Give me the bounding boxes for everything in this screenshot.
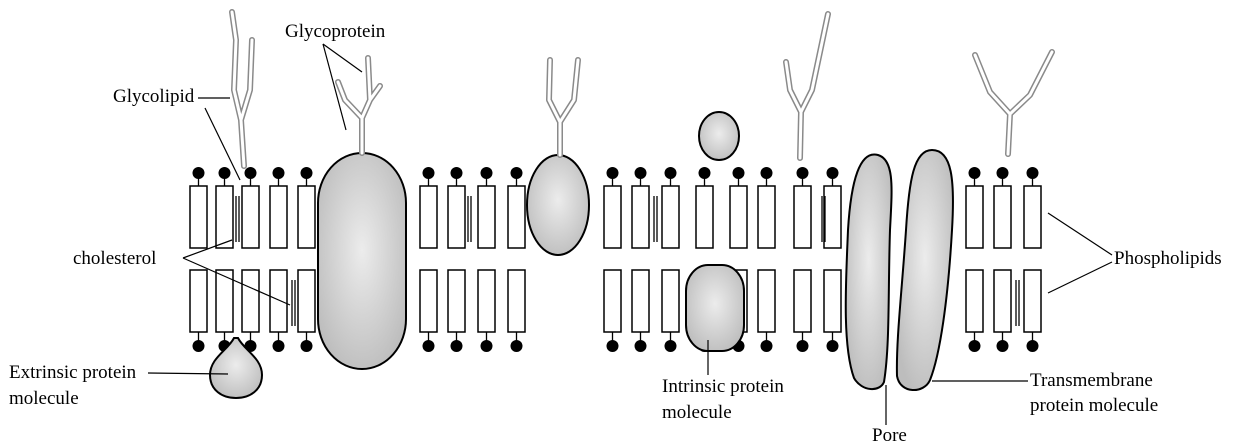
phospholipid (994, 167, 1011, 352)
transmembrane-protein-right (897, 150, 953, 390)
phospholipid (632, 167, 649, 352)
cholesterol-molecule (468, 196, 471, 242)
label-intrinsic-1: Intrinsic protein (662, 376, 784, 397)
phospholipid (758, 167, 775, 352)
cholesterol-molecule (292, 280, 295, 326)
proteins (210, 112, 953, 398)
transmembrane-protein-left (846, 154, 892, 389)
label-intrinsic-2: molecule (662, 402, 732, 423)
label-transmembrane-2: protein molecule (1030, 395, 1158, 416)
lipid-chain-right (975, 52, 1052, 154)
cholesterol-molecule (654, 196, 657, 242)
phospholipid (478, 167, 495, 352)
intrinsic-protein (686, 265, 744, 351)
glycolipid-chain (232, 12, 252, 166)
cholesterol-molecule (1016, 280, 1019, 326)
phospholipid (794, 167, 811, 352)
label-cholesterol: cholesterol (73, 248, 156, 269)
phospholipid (1024, 167, 1041, 352)
phospholipid (270, 167, 287, 352)
phospholipid (190, 167, 207, 352)
phospholipid (604, 167, 621, 352)
glycoprotein-chain (338, 58, 380, 153)
extrinsic-protein-top (699, 112, 739, 160)
phospholipid (216, 167, 233, 352)
phospholipid (420, 167, 437, 352)
label-pore: Pore (872, 425, 907, 445)
label-glycoprotein: Glycoprotein (285, 21, 386, 42)
lipid-chain-mid (786, 14, 828, 158)
phospholipid (824, 167, 841, 352)
glycoprotein-body (318, 153, 406, 369)
upper-protein (527, 155, 589, 255)
phospholipid (966, 167, 983, 352)
upper-protein-chain (549, 60, 578, 155)
cholesterol-molecule (236, 196, 239, 242)
phospholipid (662, 167, 679, 352)
label-phospholipids: Phospholipids (1114, 248, 1222, 269)
phospholipid (448, 167, 465, 352)
label-extrinsic-1: Extrinsic protein (9, 362, 137, 383)
label-glycolipid: Glycolipid (113, 86, 195, 107)
phospholipid (508, 167, 525, 352)
label-transmembrane-1: Transmembrane (1030, 370, 1153, 391)
label-extrinsic-2: molecule (9, 388, 79, 409)
phospholipid (298, 167, 315, 352)
phospholipid (242, 167, 259, 352)
